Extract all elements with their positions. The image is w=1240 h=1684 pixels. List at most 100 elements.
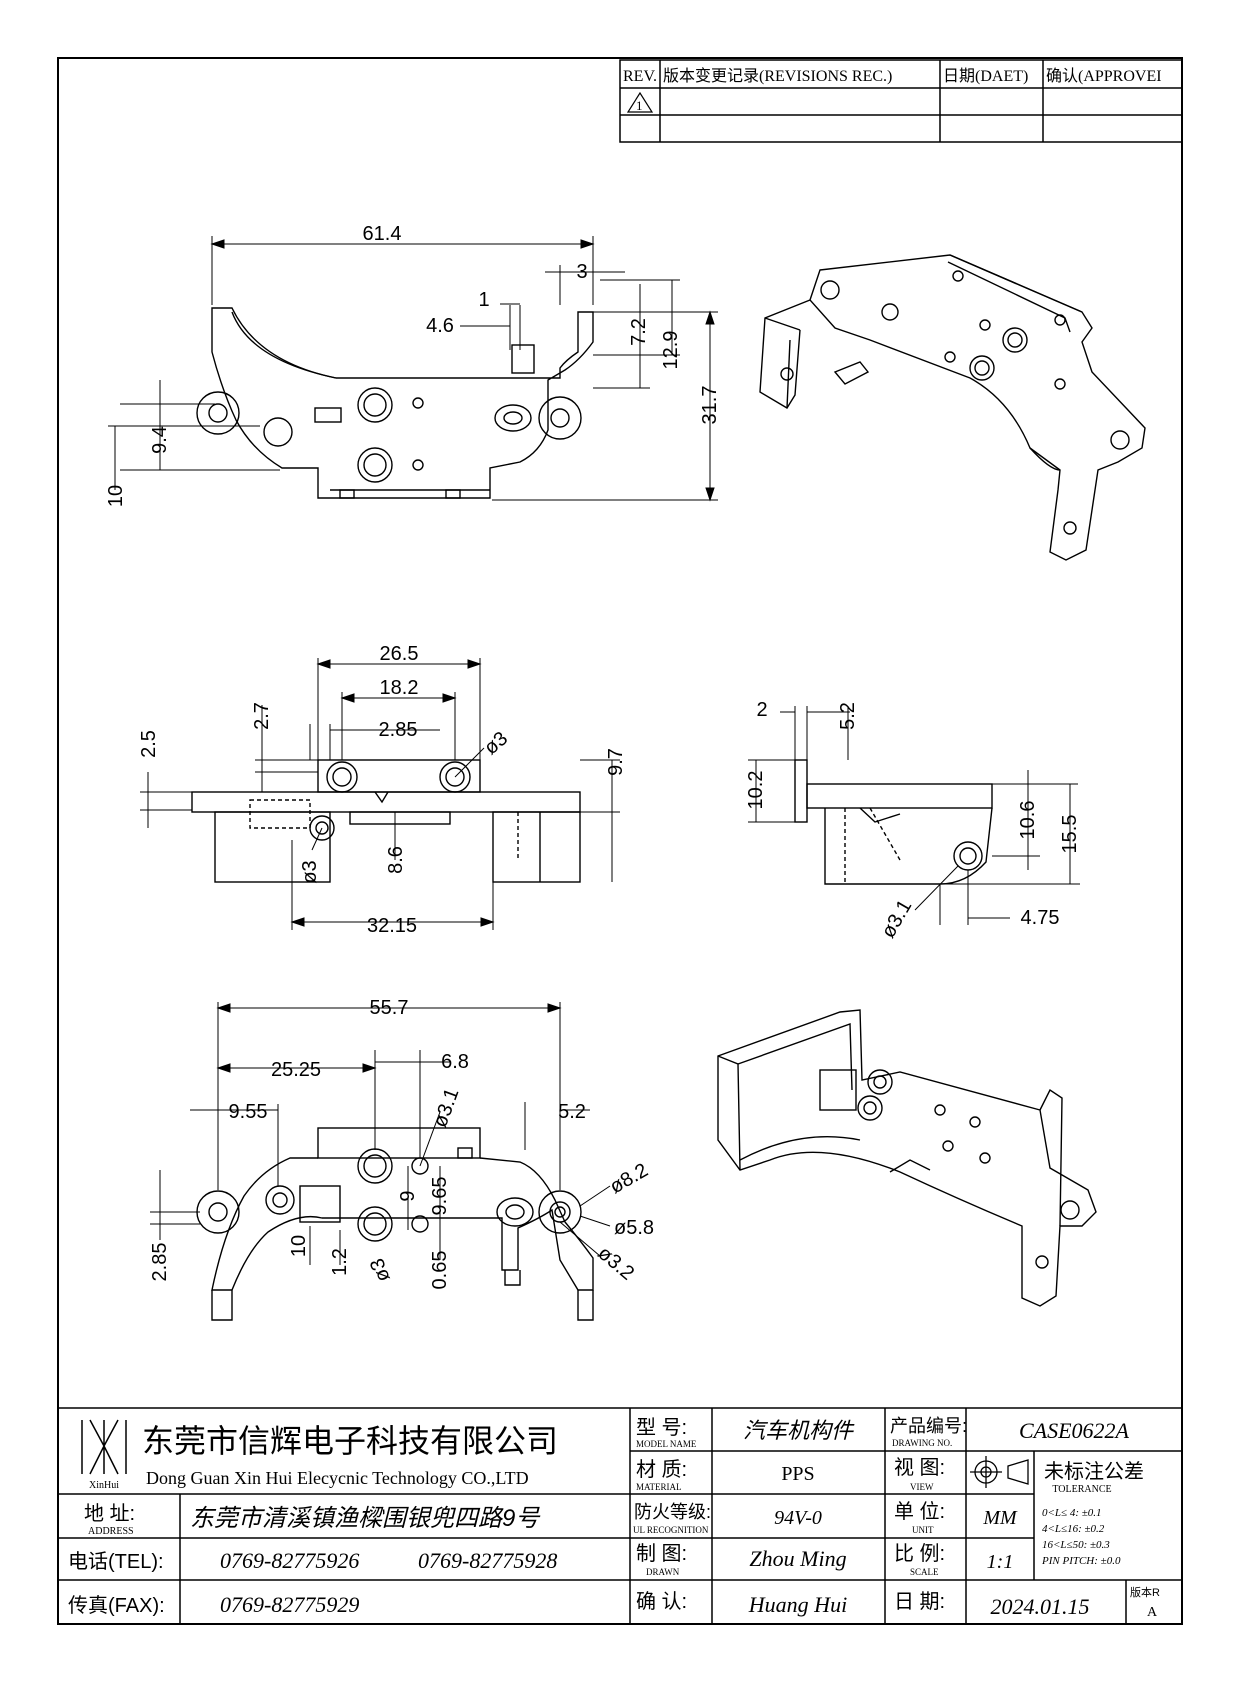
tolerance-row-2: 4<L≤16: ±0.2: [1042, 1523, 1105, 1535]
dim-2-85-front: 2.85: [379, 719, 418, 741]
view-label: 视 图:: [894, 1456, 945, 1479]
company-name-cn: 东莞市信辉电子科技有限公司: [142, 1422, 558, 1460]
dim-dia-3-2: ø3.2: [593, 1242, 638, 1285]
unit-label: 单 位:: [894, 1500, 945, 1523]
dim-18-2: 18.2: [380, 677, 419, 699]
material-label: 材 质:: [636, 1458, 687, 1481]
unit-value: MM: [982, 1507, 1018, 1529]
dim-8-6: 8.6: [385, 846, 407, 874]
company-name-en: Dong Guan Xin Hui Elecycnic Technology C…: [146, 1468, 529, 1488]
logo-text: XinHui: [89, 1480, 119, 1491]
bottom-view-dimensions: [150, 1002, 611, 1265]
drawing-no-label: 产品编号:: [890, 1416, 967, 1436]
dim-10-2: 10.2: [745, 771, 767, 810]
dim-10-6: 10.6: [1017, 801, 1039, 840]
date-value: 2024.01.15: [991, 1594, 1090, 1619]
dim-1: 1: [478, 289, 489, 311]
fax-value: 0769-82775929: [220, 1592, 359, 1617]
dim-31-7: 31.7: [699, 386, 721, 425]
side-view: [794, 759, 993, 885]
dim-2-85-bottom: 2.85: [149, 1243, 171, 1282]
dim-4-6: 4.6: [426, 315, 454, 337]
version-label: 版本R: [1130, 1585, 1160, 1599]
unit-label-en: UNIT: [912, 1525, 934, 1535]
dim-9-4: 9.4: [149, 426, 171, 454]
dim-4-75: 4.75: [1021, 907, 1060, 929]
address-value: 东莞市清溪镇渔樑围银兜四路9号: [190, 1505, 541, 1532]
dim-32-15: 32.15: [367, 915, 417, 937]
dim-1-2: 1.2: [329, 1248, 351, 1276]
tolerance-label-en: TOLERANCE: [1052, 1484, 1111, 1495]
drawn-label-en: DRAWN: [646, 1567, 680, 1577]
dim-3: 3: [576, 261, 587, 283]
drawing-no-label-en: DRAWING NO.: [892, 1438, 952, 1448]
model-value: 汽车机构件: [743, 1418, 855, 1443]
dim-25-25: 25.25: [271, 1059, 321, 1081]
dim-2-7: 2.7: [251, 702, 273, 730]
front-view-dimensions: [140, 658, 620, 930]
scale-label: 比 例:: [894, 1542, 945, 1565]
dim-2: 2: [756, 699, 767, 721]
scale-label-en: SCALE: [910, 1567, 939, 1577]
ul-value: 94V-0: [774, 1507, 822, 1529]
material-value: PPS: [781, 1463, 814, 1485]
tel-2: 0769-82775928: [418, 1548, 557, 1573]
dim-0-65: 0.65: [429, 1251, 451, 1290]
model-label: 型 号:: [636, 1416, 687, 1439]
top-view: [196, 307, 594, 499]
dim-61-4: 61.4: [363, 223, 402, 245]
side-view-dimensions: [748, 706, 1080, 925]
drawn-value: Zhou Ming: [749, 1546, 846, 1571]
dim-6-8: 6.8: [441, 1051, 469, 1073]
tolerance-label: 未标注公差: [1044, 1460, 1144, 1483]
rev-header-approve: 确认(APPROVEI: [1046, 67, 1162, 85]
dim-dia-3-bottom: ø3: [366, 1255, 395, 1284]
dim-10: 10: [105, 485, 127, 507]
rev-header-record: 版本变更记录(REVISIONS REC.): [663, 67, 892, 85]
dim-dia-8-2: ø8.2: [606, 1159, 652, 1198]
dim-2-5: 2.5: [138, 730, 160, 758]
version-value: A: [1147, 1605, 1158, 1620]
dim-dia-3-1-side: ø3.1: [877, 896, 916, 942]
view-label-en: VIEW: [910, 1482, 934, 1492]
dim-26-5: 26.5: [380, 643, 419, 665]
material-label-en: MATERIAL: [636, 1482, 682, 1492]
model-label-en: MODEL NAME: [636, 1439, 697, 1449]
tolerance-row-3: 16<L≤50: ±0.3: [1042, 1539, 1110, 1551]
check-label: 确 认:: [636, 1590, 687, 1613]
projection-symbol-icon: [970, 1456, 1029, 1488]
address-label-en: ADDRESS: [88, 1526, 134, 1537]
dim-7-2: 7.2: [628, 318, 650, 346]
dim-15-5: 15.5: [1059, 815, 1081, 854]
drawn-label: 制 图:: [636, 1542, 687, 1565]
check-value: Huang Hui: [748, 1592, 847, 1617]
dim-9-7: 9.7: [605, 748, 627, 776]
dim-5-2-side: 5.2: [837, 702, 859, 730]
dim-12-9: 12.9: [660, 331, 682, 370]
ul-label-en: UL RECOGNITION: [633, 1525, 709, 1535]
dim-9-65: 9.65: [429, 1177, 451, 1216]
top-view-dimensions: [108, 236, 718, 502]
rev-header-rev: REV.: [623, 68, 657, 85]
date-label: 日 期:: [894, 1591, 945, 1613]
dim-dia-3-b: ø3: [299, 860, 321, 883]
company-logo: [81, 1419, 127, 1475]
dim-dia-3-a: ø3: [480, 727, 512, 759]
tel-label: 电话(TEL):: [68, 1550, 164, 1573]
dim-9-55: 9.55: [229, 1101, 268, 1123]
rev-header-date: 日期(DAET): [943, 67, 1028, 85]
dim-9: 9: [397, 1190, 419, 1201]
isometric-view-top: [759, 254, 1146, 561]
address-label: 地 址:: [84, 1502, 135, 1525]
scale-value: 1:1: [987, 1551, 1014, 1573]
ul-label: 防火等级:: [634, 1502, 711, 1522]
tel-1: 0769-82775926: [220, 1548, 359, 1573]
front-view: [191, 759, 581, 883]
dim-dia-3-1-bottom: ø3.1: [429, 1085, 463, 1130]
dim-10-bottom: 10: [288, 1235, 310, 1257]
revision-triangle-icon: [626, 91, 654, 113]
tolerance-row-4: PIN PITCH: ±0.0: [1041, 1555, 1121, 1567]
fax-label: 传真(FAX):: [68, 1594, 165, 1617]
tolerance-row-1: 0<L≤ 4: ±0.1: [1042, 1507, 1102, 1519]
